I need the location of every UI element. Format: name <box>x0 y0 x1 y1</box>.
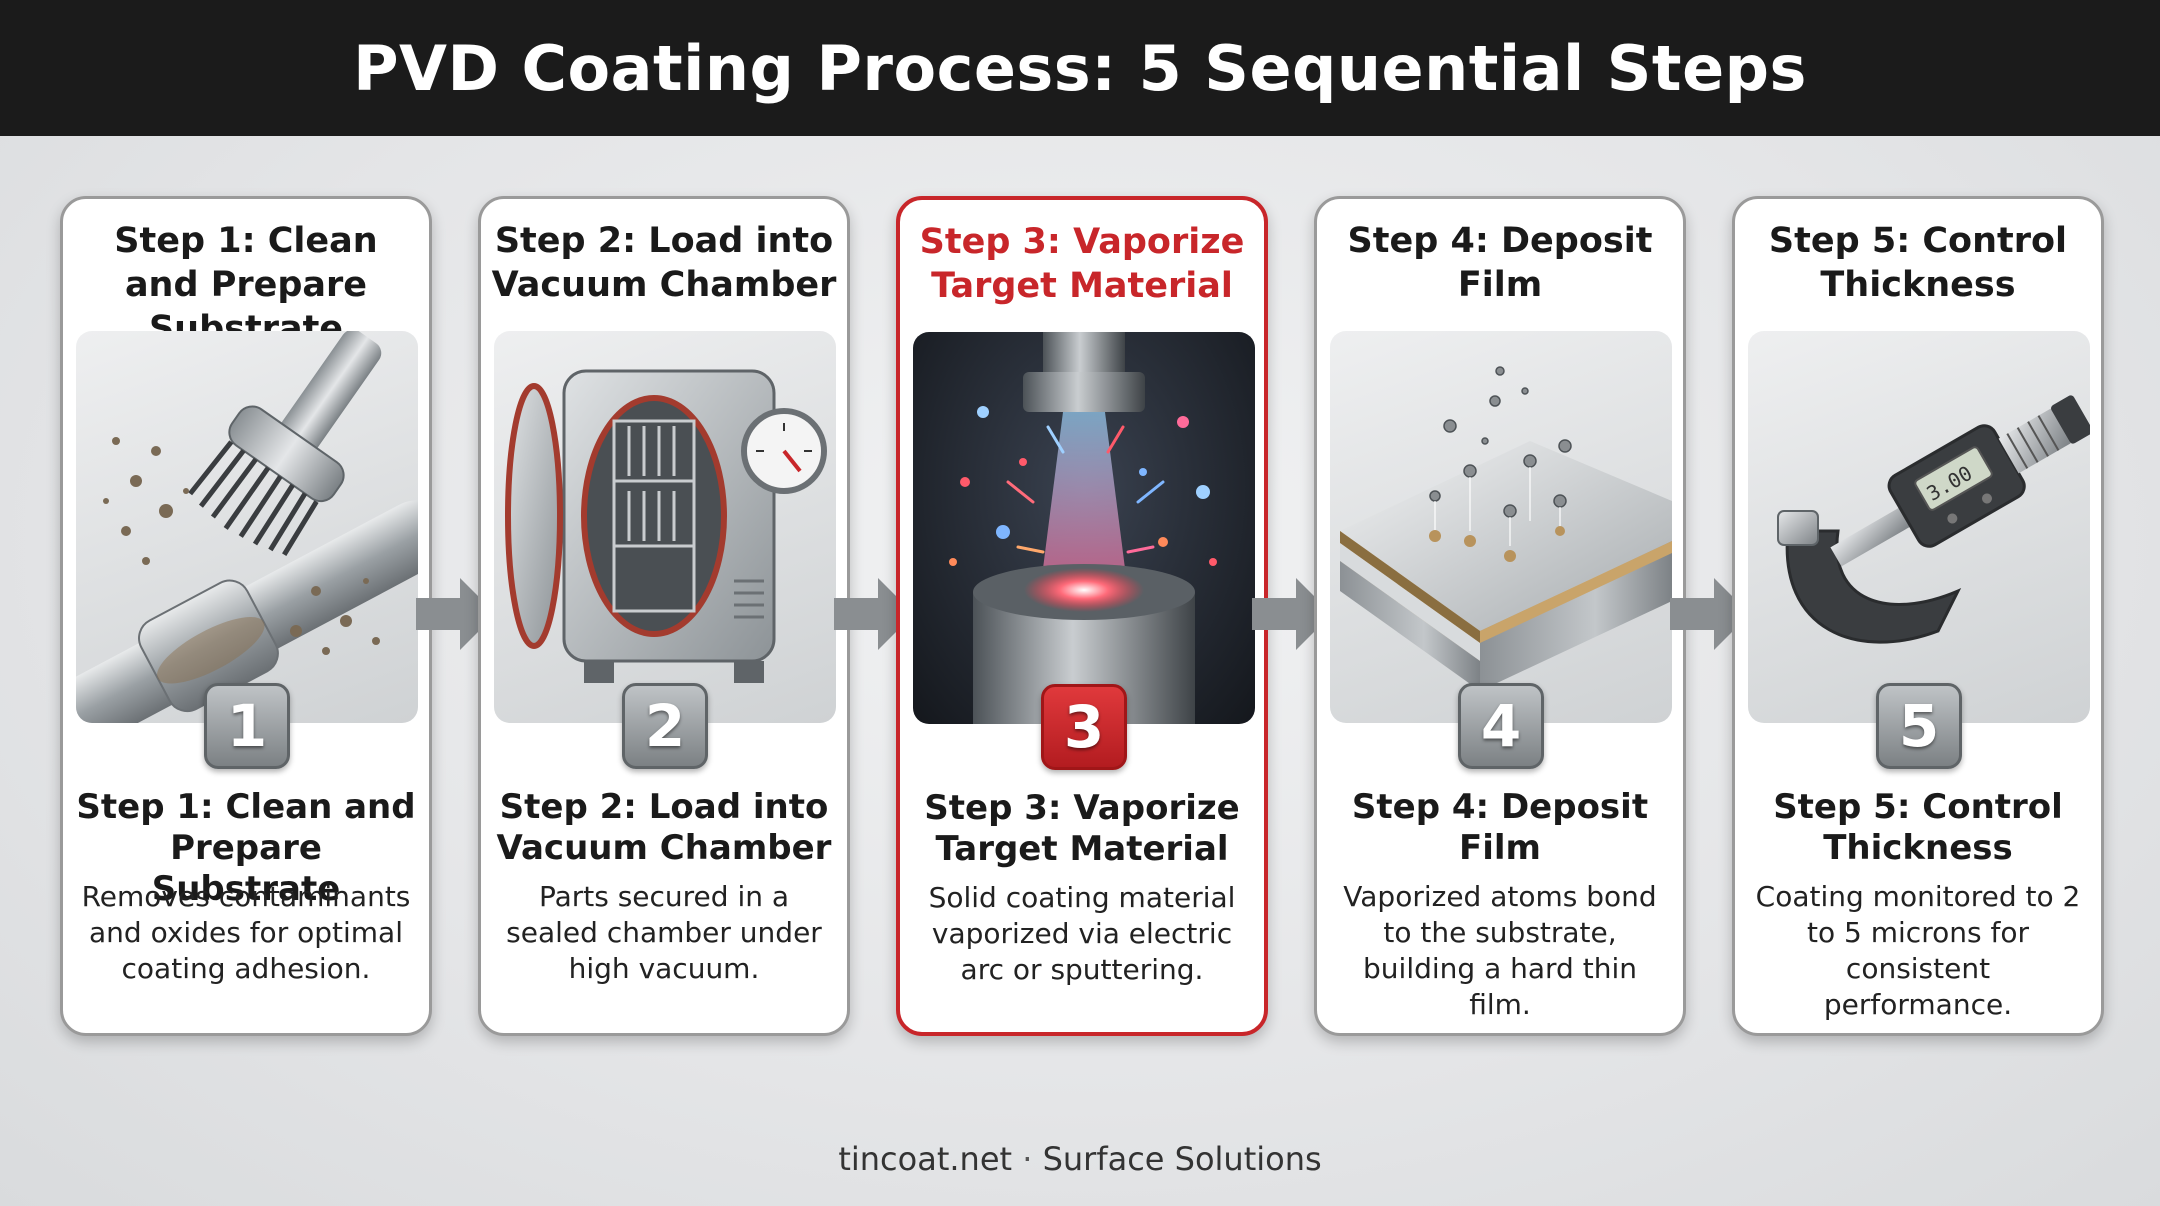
step-title: Step 4: Deposit Film <box>1347 221 1653 305</box>
step-subtitle: Step 1: Clean and Prepare Substrate <box>76 787 416 909</box>
footer: tincoat.net · Surface Solutions <box>0 1140 2160 1178</box>
step-title: Step 2: Load into Vacuum Chamber <box>491 221 837 305</box>
step-card-5: Step 5: Control Thickness <box>1732 196 2104 1036</box>
footer-site: tincoat.net <box>838 1140 1013 1178</box>
step-description: Parts secured in a sealed chamber under … <box>506 880 822 985</box>
step-title: Step 1: Clean and Prepare Substrate <box>114 221 378 349</box>
step-title: Step 5: Control Thickness <box>1768 221 2068 305</box>
footer-tagline: Surface Solutions <box>1042 1140 1322 1178</box>
arrow-right-icon <box>1252 578 1332 650</box>
footer-separator: · <box>1022 1140 1033 1178</box>
step-number-badge: 2 <box>622 683 708 769</box>
micrometer-icon: 3.00 <box>1748 331 2090 723</box>
step-number-badge: 1 <box>204 683 290 769</box>
step-number-badge: 3 <box>1041 684 1127 770</box>
step-title: Step 3: Vaporize Target Material <box>919 222 1245 306</box>
page-title: PVD Coating Process: 5 Sequential Steps <box>353 31 1807 105</box>
step-card-1: Step 1: Clean and Prepare Substrate <box>60 196 432 1036</box>
step-number-badge: 5 <box>1876 683 1962 769</box>
step-subtitle: Step 3: Vaporize Target Material <box>924 788 1240 869</box>
step-subtitle: Step 4: Deposit Film <box>1351 787 1649 868</box>
step-card-4: Step 4: Deposit Film <box>1314 196 1686 1036</box>
step-description: Vaporized atoms bond to the substrate, b… <box>1343 880 1657 1021</box>
step-card-2: Step 2: Load into Vacuum Chamber <box>478 196 850 1036</box>
header-bar: PVD Coating Process: 5 Sequential Steps <box>0 0 2160 136</box>
vaporize-target-icon <box>913 332 1255 724</box>
step-subtitle: Step 2: Load into Vacuum Chamber <box>496 787 832 868</box>
step-card-3: Step 3: Vaporize Target Material <box>896 196 1268 1036</box>
brush-cleaning-icon <box>76 331 418 723</box>
deposit-film-icon <box>1330 331 1672 723</box>
step-description: Solid coating material vaporized via ele… <box>928 881 1236 986</box>
step-description: Removes contaminants and oxides for opti… <box>81 880 411 985</box>
arrow-right-icon <box>1670 578 1750 650</box>
step-description: Coating monitored to 2 to 5 microns for … <box>1755 880 2081 1021</box>
step-subtitle: Step 5: Control Thickness <box>1773 787 2063 868</box>
step-number-badge: 4 <box>1458 683 1544 769</box>
arrow-right-icon <box>416 578 496 650</box>
arrow-right-icon <box>834 578 914 650</box>
vacuum-chamber-icon <box>494 331 836 723</box>
